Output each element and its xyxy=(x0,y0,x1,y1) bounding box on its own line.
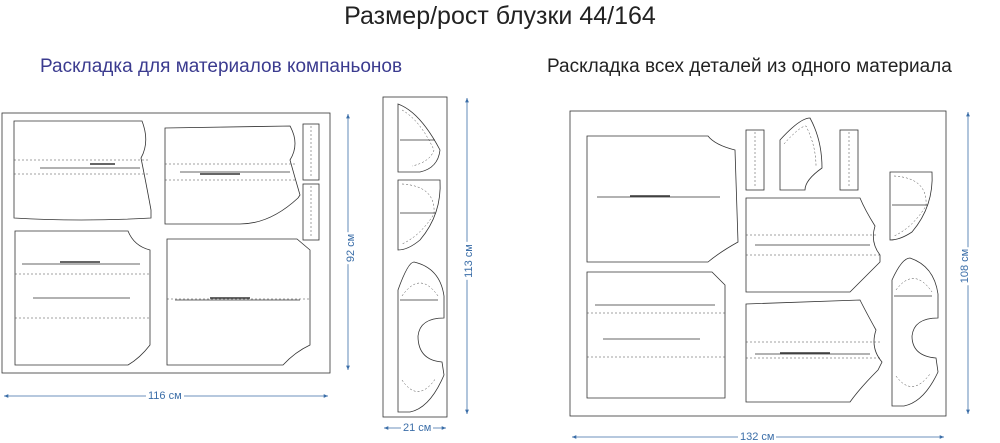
pattern-piece xyxy=(745,129,859,191)
right-height-label: 108 см xyxy=(959,246,972,286)
pattern-piece xyxy=(586,271,726,399)
left-narrow-height-label: 113 см xyxy=(462,242,475,280)
sleeve-piece xyxy=(891,257,939,407)
left-main-width-label: 116 см xyxy=(146,390,184,402)
left-narrow-panel xyxy=(382,96,448,418)
pattern-piece xyxy=(745,299,883,403)
page-title: Размер/рост блузки 44/164 xyxy=(344,2,656,30)
pattern-piece xyxy=(14,230,151,366)
sleeve-piece xyxy=(397,179,441,251)
pattern-piece xyxy=(586,135,739,263)
left-main-height-label: 92 см xyxy=(345,231,358,265)
right-panel xyxy=(569,110,947,417)
right-layout-heading: Раскладка всех деталей из одного материа… xyxy=(547,56,952,77)
pattern-piece xyxy=(779,117,823,191)
pattern-piece xyxy=(745,197,881,293)
sleeve-piece xyxy=(889,171,933,241)
pattern-piece xyxy=(13,120,152,221)
pattern-piece xyxy=(164,125,301,225)
right-width-label: 132 см xyxy=(738,431,777,443)
left-main-panel xyxy=(1,112,331,374)
sleeve-piece xyxy=(397,261,445,413)
left-narrow-width-label: 21 см xyxy=(401,422,434,434)
pattern-piece xyxy=(166,238,311,366)
pattern-piece xyxy=(302,123,320,241)
left-layout-heading: Раскладка для материалов компаньонов xyxy=(40,56,403,77)
sleeve-piece xyxy=(397,103,441,173)
